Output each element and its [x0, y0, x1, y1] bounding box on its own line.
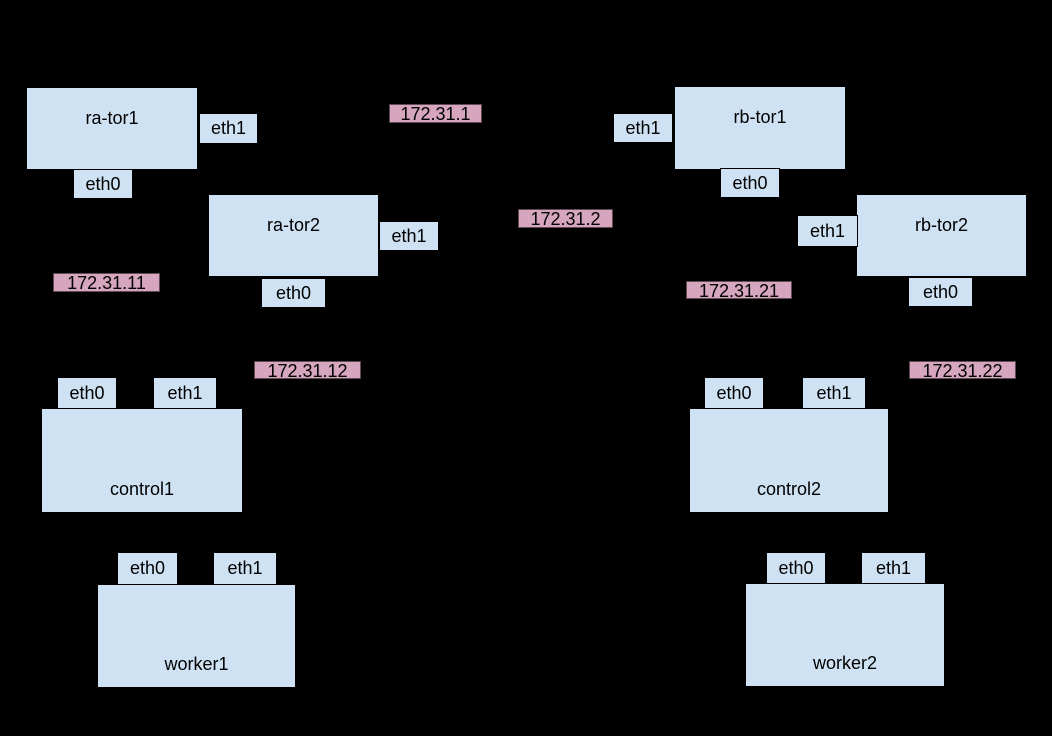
node-rb-tor2-label: rb-tor2 [914, 215, 968, 235]
node-rb-tor1-label: rb-tor1 [733, 107, 787, 127]
port-worker1-eth1: eth1 [213, 552, 277, 585]
ip-label-172-31-2: 172.31.2 [518, 209, 613, 228]
port-ra-tor1-eth1: eth1 [199, 113, 258, 144]
port-ra-tor2-eth0: eth0 [261, 278, 326, 308]
node-rb-tor2: rb-tor2 [856, 194, 1027, 277]
ip-label-172-31-22: 172.31.22 [909, 361, 1016, 380]
node-control2-label: control2 [756, 479, 822, 499]
node-ra-tor2-label: ra-tor2 [266, 215, 320, 235]
ip-label-172-31-21: 172.31.21 [686, 281, 792, 300]
node-worker1-label: worker1 [164, 654, 229, 674]
node-ra-tor1-label: ra-tor1 [85, 108, 139, 128]
node-rb-tor1: rb-tor1 [674, 86, 846, 170]
node-worker1: worker1 [97, 584, 296, 688]
port-ra-tor2-eth1: eth1 [379, 221, 439, 251]
port-control1-eth0: eth0 [57, 377, 117, 409]
port-rb-tor2-eth1: eth1 [797, 215, 858, 247]
node-worker2-label: worker2 [812, 653, 878, 673]
node-worker2: worker2 [745, 583, 945, 687]
port-rb-tor1-eth1: eth1 [613, 113, 673, 143]
port-worker2-eth1: eth1 [861, 552, 926, 584]
ip-label-172-31-11: 172.31.11 [53, 273, 160, 292]
node-ra-tor2: ra-tor2 [208, 194, 379, 277]
node-control2: control2 [689, 408, 889, 513]
port-worker2-eth0: eth0 [766, 552, 826, 584]
port-control2-eth1: eth1 [802, 377, 866, 409]
port-rb-tor1-eth0: eth0 [720, 168, 780, 198]
port-ra-tor1-eth0: eth0 [73, 169, 133, 199]
node-control1-label: control1 [109, 479, 175, 499]
port-rb-tor2-eth0: eth0 [908, 277, 973, 307]
port-control2-eth0: eth0 [704, 377, 764, 409]
node-control1: control1 [41, 408, 243, 513]
node-ra-tor1: ra-tor1 [26, 87, 198, 170]
ip-label-172-31-1: 172.31.1 [389, 104, 482, 123]
port-control1-eth1: eth1 [153, 377, 217, 409]
port-worker1-eth0: eth0 [117, 552, 178, 585]
ip-label-172-31-12: 172.31.12 [254, 361, 361, 380]
